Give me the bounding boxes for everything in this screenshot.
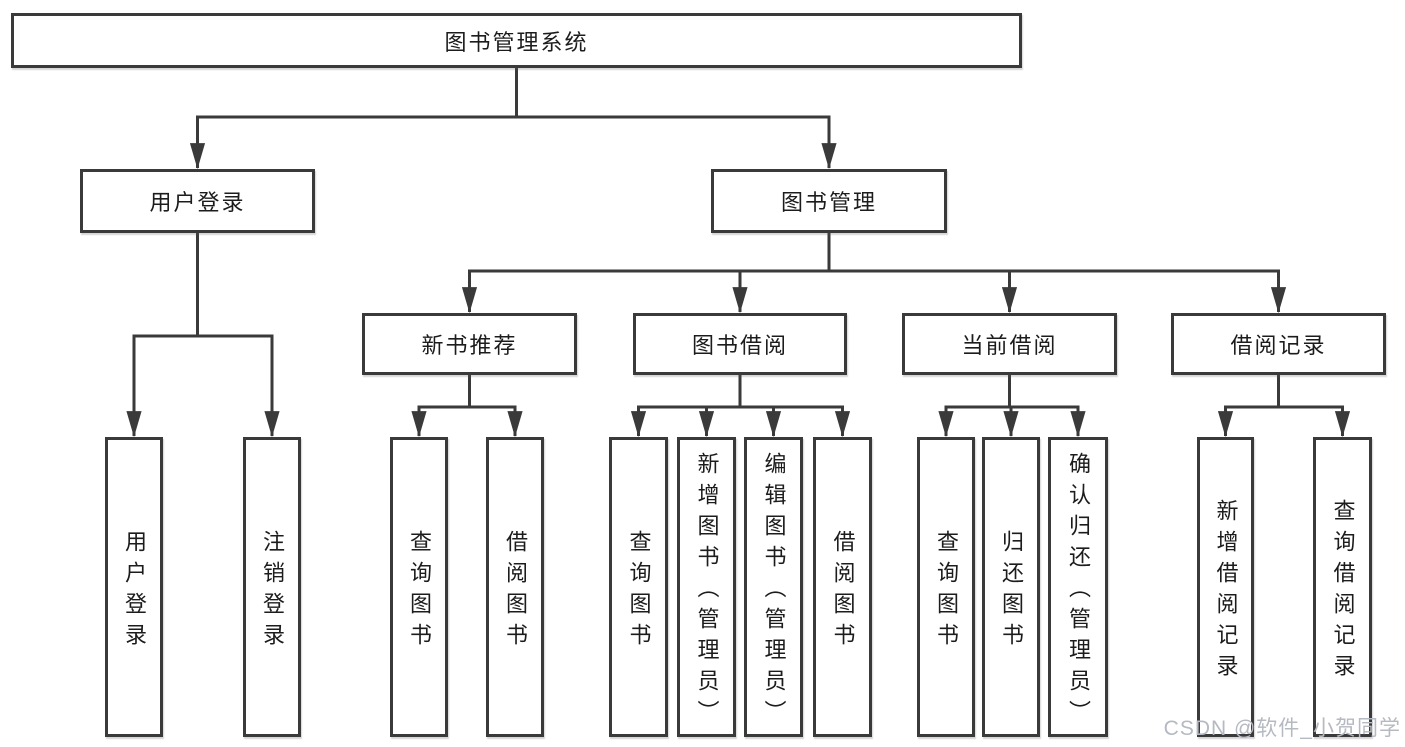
leaf-bb-add-books-admin: 新增图书（管理员） [677, 437, 736, 737]
node-user-login: 用户登录 [80, 169, 315, 233]
leaf-bb-query-books: 查询图书 [609, 437, 668, 737]
leaf-nb-borrow-books: 借阅图书 [486, 437, 544, 737]
leaf-logout: 注销登录 [243, 437, 301, 737]
leaf-nb-query-books: 查询图书 [390, 437, 448, 737]
node-root-label: 图书管理系统 [444, 29, 589, 55]
leaf-user-login: 用户登录 [105, 437, 163, 737]
node-book-borrow-label: 图书借阅 [691, 333, 788, 358]
leaf-bb-borrow-books-label: 借阅图书 [830, 529, 856, 654]
node-book-management-label: 图书管理 [780, 190, 877, 215]
leaf-bb-edit-books-admin-label: 编辑图书（管理员） [761, 452, 787, 731]
node-current-borrow-label: 当前借阅 [961, 333, 1058, 358]
node-user-login-label: 用户登录 [149, 190, 246, 215]
node-new-book-recommend: 新书推荐 [362, 313, 577, 375]
leaf-cb-return-books: 归还图书 [982, 437, 1040, 737]
leaf-cb-confirm-return-admin: 确认归还（管理员） [1048, 437, 1108, 737]
leaf-br-query-record-label: 查询借阅记录 [1330, 498, 1356, 685]
leaf-br-add-record-label: 新增借阅记录 [1213, 498, 1239, 685]
leaf-bb-edit-books-admin: 编辑图书（管理员） [744, 437, 803, 737]
leaf-br-add-record: 新增借阅记录 [1197, 437, 1254, 737]
node-borrow-records: 借阅记录 [1171, 313, 1386, 375]
node-book-borrow: 图书借阅 [633, 313, 847, 375]
leaf-br-query-record: 查询借阅记录 [1313, 437, 1372, 737]
leaf-cb-query-books: 查询图书 [917, 437, 975, 737]
leaf-nb-borrow-books-label: 借阅图书 [503, 529, 528, 654]
leaf-bb-query-books-label: 查询图书 [626, 529, 652, 654]
leaf-logout-label: 注销登录 [260, 529, 285, 654]
node-book-management: 图书管理 [711, 169, 947, 233]
leaf-user-login-label: 用户登录 [122, 529, 147, 654]
node-current-borrow: 当前借阅 [902, 313, 1117, 375]
node-new-book-recommend-label: 新书推荐 [421, 333, 518, 358]
leaf-cb-return-books-label: 归还图书 [999, 529, 1024, 654]
leaf-bb-borrow-books: 借阅图书 [813, 437, 872, 737]
csdn-watermark: CSDN @软件_小贺同学 [1163, 717, 1401, 740]
leaf-bb-add-books-admin-label: 新增图书（管理员） [694, 452, 720, 731]
node-root-library-system: 图书管理系统 [11, 13, 1022, 68]
leaf-cb-confirm-return-admin-label: 确认归还（管理员） [1066, 452, 1091, 731]
leaf-cb-query-books-label: 查询图书 [934, 529, 959, 654]
leaf-nb-query-books-label: 查询图书 [407, 529, 432, 654]
node-borrow-records-label: 借阅记录 [1230, 333, 1327, 358]
